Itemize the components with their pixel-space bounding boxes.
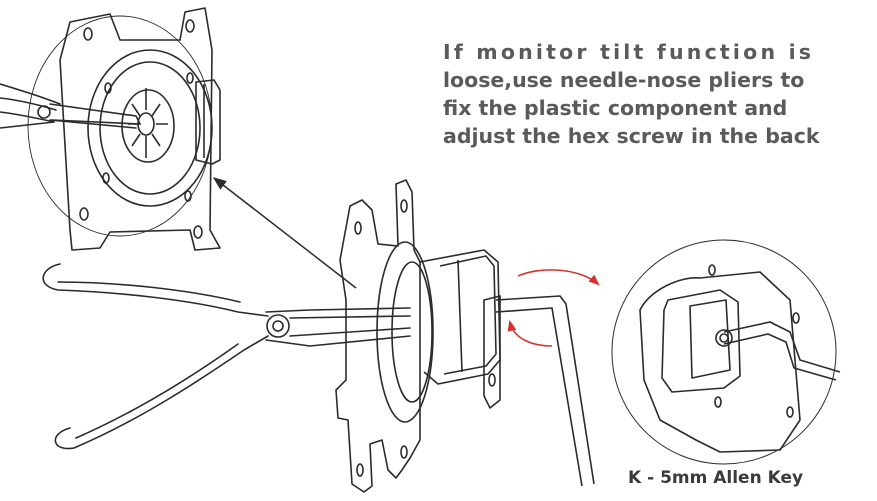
- pointer-arrow-icon: [212, 177, 357, 289]
- main-pliers: [42, 263, 411, 450]
- instruction-line-3: fix the plastic component and: [443, 96, 788, 120]
- allen-key-caption: K - 5mm Allen Key: [628, 468, 804, 488]
- rotation-arrow-icon: [517, 269, 600, 286]
- rotation-arrow-icon: [507, 319, 553, 347]
- instruction-line-4: adjust the hex screw in the back: [443, 124, 820, 148]
- detail-pliers-small: [0, 83, 142, 129]
- instruction-line-2: loose,use needle-nose pliers to: [443, 68, 805, 92]
- main-mount-assembly: [335, 179, 595, 493]
- instruction-line-1: If monitor tilt function is: [443, 40, 815, 64]
- detail-vesa-plate: [59, 7, 221, 251]
- detail-circle-top: [27, 15, 213, 237]
- detail-allen-key-circle: [611, 239, 841, 465]
- instruction-text: If monitor tilt function is loose,use ne…: [443, 38, 873, 150]
